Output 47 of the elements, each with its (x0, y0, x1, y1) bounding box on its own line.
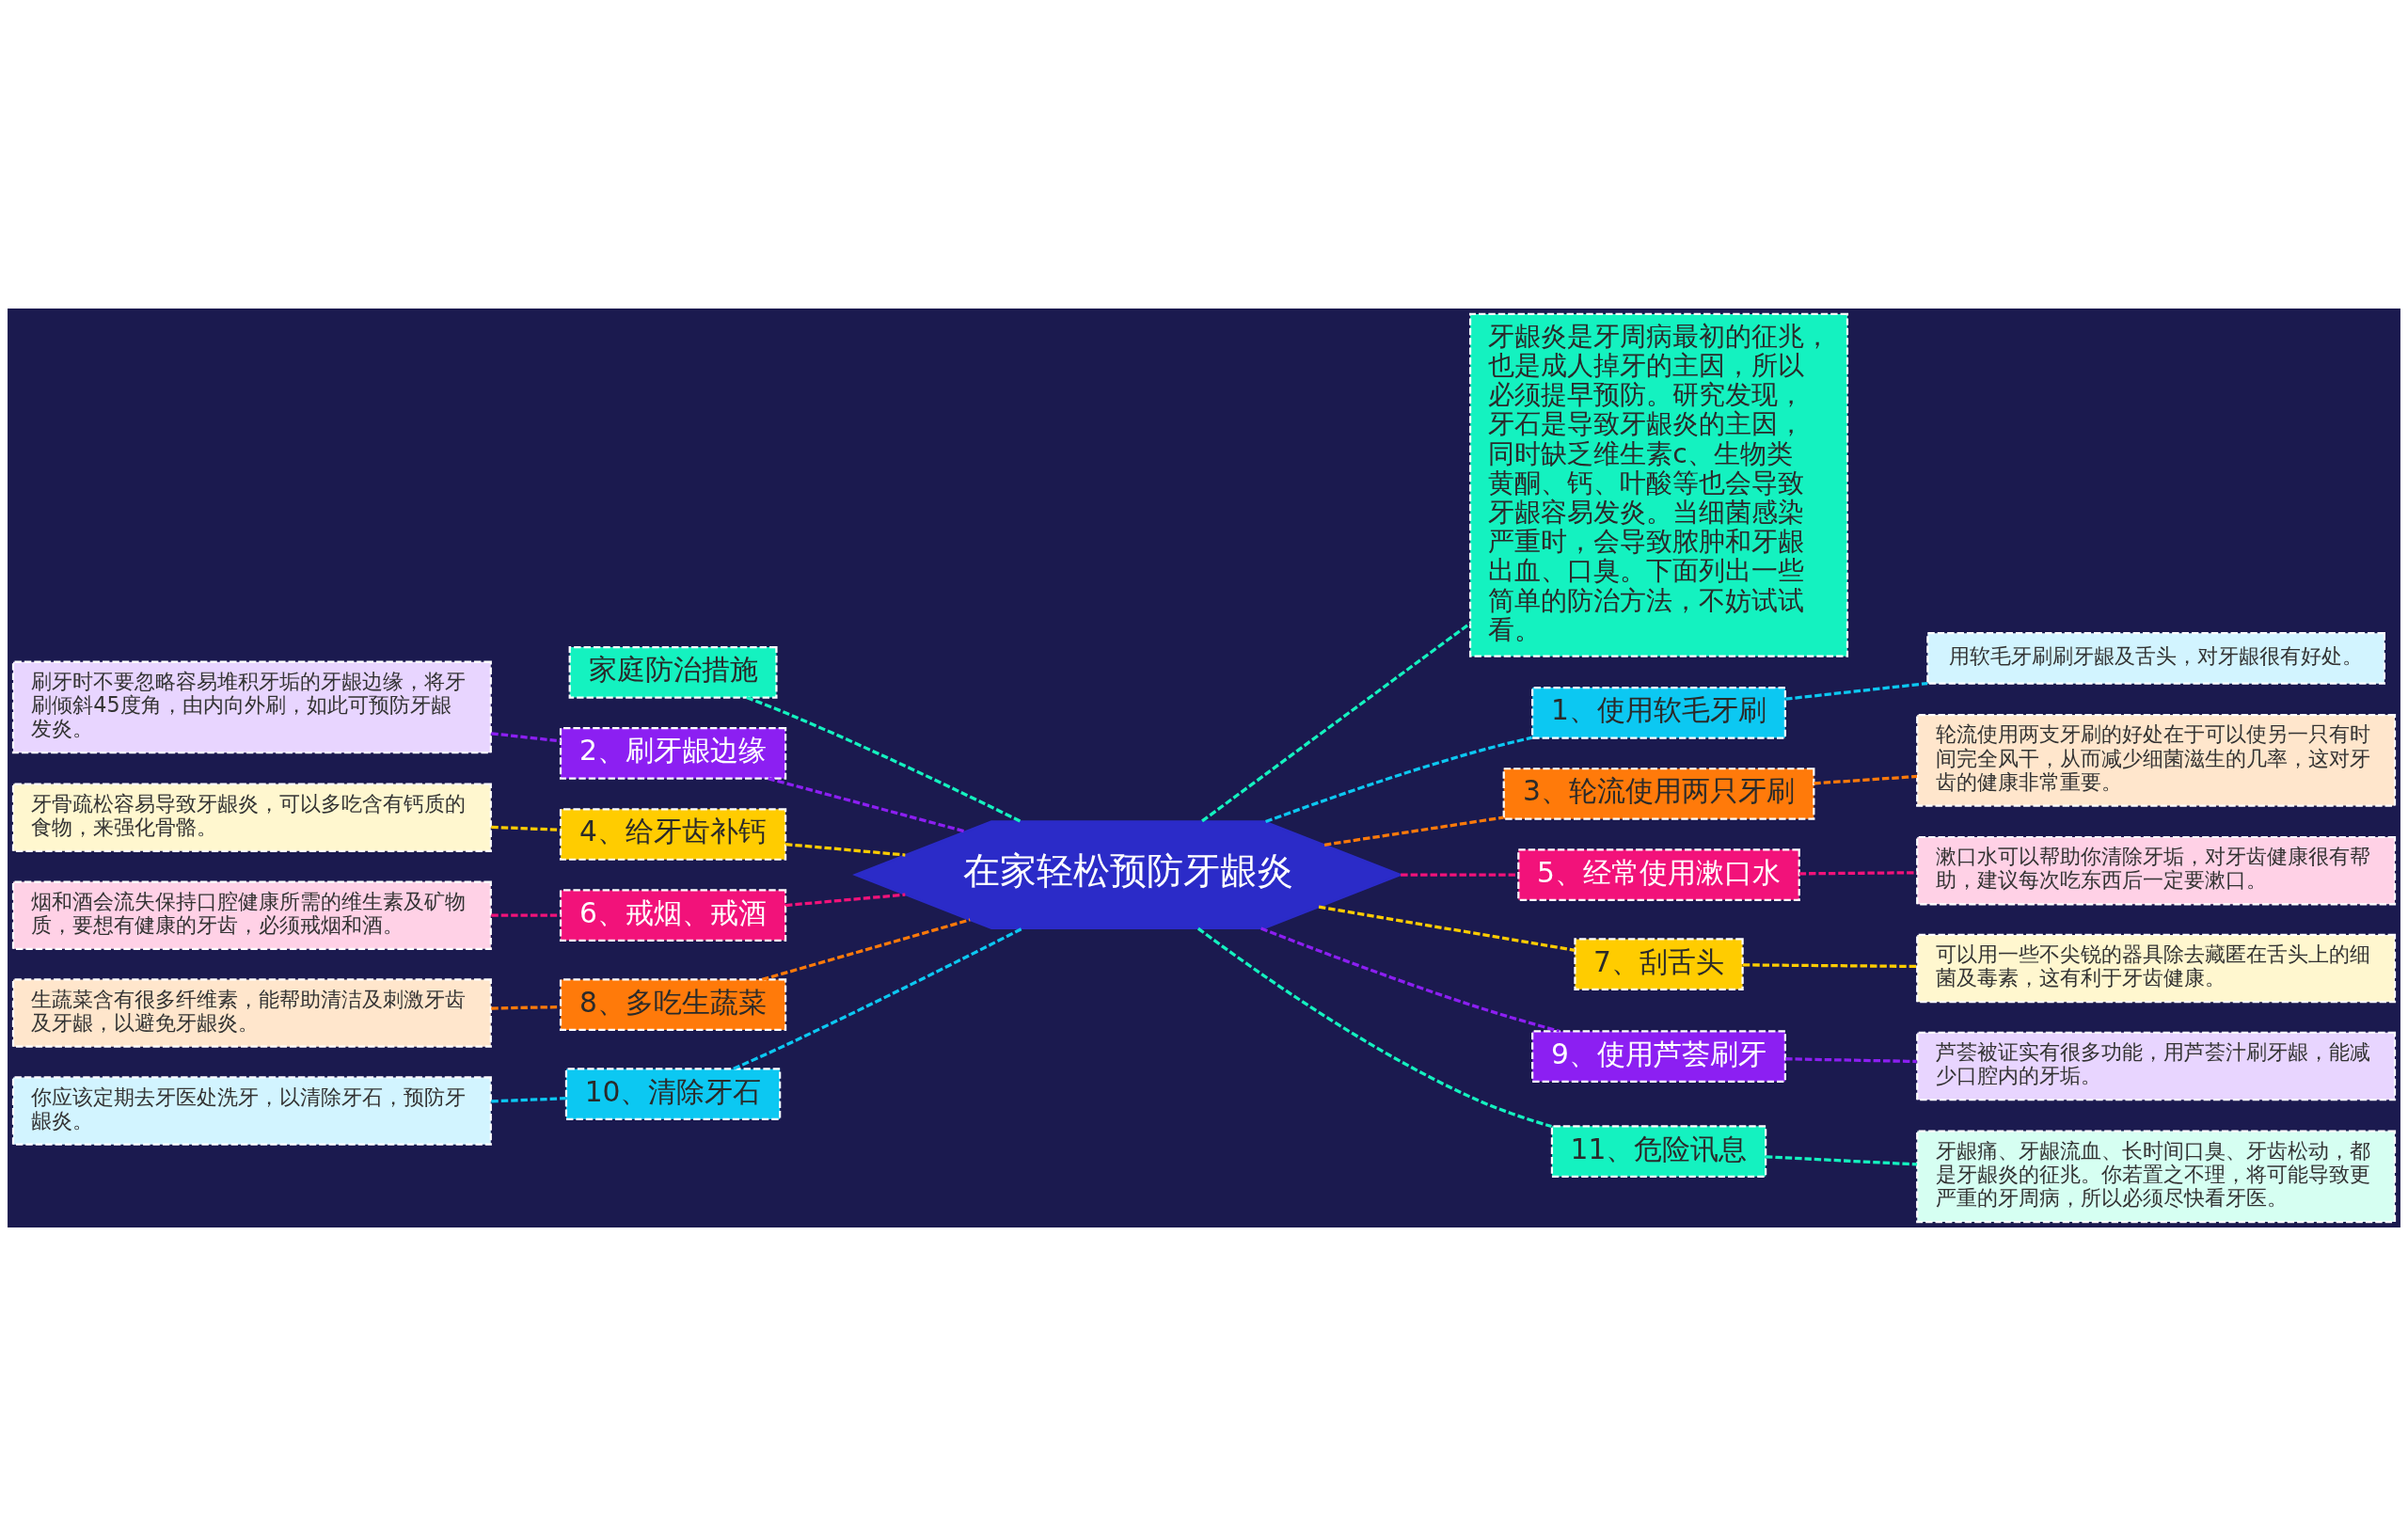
node-box: 11、危险讯息 (1550, 1125, 1767, 1178)
connector (1265, 736, 1533, 824)
connector (1201, 622, 1471, 823)
node-box: 9、使用芦荟刷牙 (1531, 1030, 1786, 1083)
node-box: 家庭防治措施 (568, 645, 778, 699)
node-box: 用软毛牙刷刷牙龈及舌头，对牙龈很有好处。 (1926, 632, 2385, 685)
node-box: 生蔬菜含有很多纤维素，能帮助清洁及刺激牙齿及牙龈，以避免牙龈炎。 (11, 978, 492, 1048)
connector (1742, 963, 1917, 969)
node-box: 刷牙时不要忽略容易堆积牙垢的牙龈边缘，将牙刷倾斜45度角，由内向外刷，如此可预防牙龈发炎。 (11, 660, 492, 754)
connector (1785, 1057, 1917, 1064)
connector (1766, 1155, 1918, 1166)
node-box: 你应该定期去牙医处洗牙，以清除牙石，预防牙龈炎。 (11, 1076, 492, 1146)
connector (768, 777, 966, 833)
connector (1814, 774, 1918, 785)
connector (491, 1097, 566, 1103)
node-box: 轮流使用两支牙刷的好处在于可以使另一只有时间完全风干，从而减少细菌滋生的几率，这对牙齿的健康非常重要。 (1916, 713, 2397, 807)
connector (491, 825, 561, 831)
connector (785, 843, 906, 857)
connector (491, 913, 561, 917)
node-box: 1、使用软毛牙刷 (1531, 687, 1786, 739)
node-box: 牙龈炎是牙周病最初的征兆，也是成人掉牙的主因，所以必须提早预防。研究发现，牙石是导致牙龈炎的主因，同时缺乏维生素c、生物类黄酮、钙、叶酸等也会导致牙龈容易发炎。当细菌感染严重时，会导致脓肿和牙龈出血、口臭。下面列出一些简单的防治方法，不妨试试看。 (1468, 312, 1849, 657)
connector (785, 893, 906, 908)
connector (733, 926, 1023, 1070)
node-box: 6、戒烟、戒酒 (559, 889, 787, 942)
connector (491, 1005, 561, 1010)
connector (1260, 926, 1560, 1033)
connector (1318, 905, 1576, 952)
node-box: 烟和酒会流失保持口腔健康所需的维生素及矿物质，要想有健康的牙齿，必须戒烟和酒。 (11, 880, 492, 950)
connector (1785, 681, 1928, 701)
node-box: 3、轮流使用两只牙刷 (1502, 768, 1815, 820)
node-box: 5、经常使用漱口水 (1517, 848, 1800, 901)
connector (761, 918, 971, 981)
connector (1323, 816, 1504, 847)
node-box: 7、刮舌头 (1574, 938, 1744, 990)
connector (1798, 871, 1917, 876)
node-box: 10、清除牙石 (564, 1068, 782, 1121)
node-box: 2、刷牙龈边缘 (559, 727, 787, 780)
node-box: 4、给牙齿补钙 (559, 808, 787, 861)
node-box: 牙骨疏松容易导致牙龈炎，可以多吃含有钙质的食物，来强化骨骼。 (11, 783, 492, 852)
node-box: 芦荟被证实有很多功能，用芦荟汁刷牙龈，能减少口腔内的牙垢。 (1916, 1031, 2397, 1101)
connector (1196, 926, 1552, 1129)
connector (746, 696, 1022, 823)
node-box: 可以用一些不尖锐的器具除去藏匿在舌头上的细菌及毒素，这有利于牙齿健康。 (1916, 933, 2397, 1004)
node-box: 8、多吃生蔬菜 (559, 978, 787, 1031)
node-box: 漱口水可以帮助你清除牙垢，对牙齿健康很有帮助，建议每次吃东西后一定要漱口。 (1916, 835, 2397, 906)
connector (491, 732, 561, 743)
node-box: 牙龈痛、牙龈流血、长时间口臭、牙齿松动，都是牙龈炎的征兆。你若置之不理，将可能导致更严重的牙周病，所以必须尽快看牙医。 (1916, 1130, 2397, 1224)
